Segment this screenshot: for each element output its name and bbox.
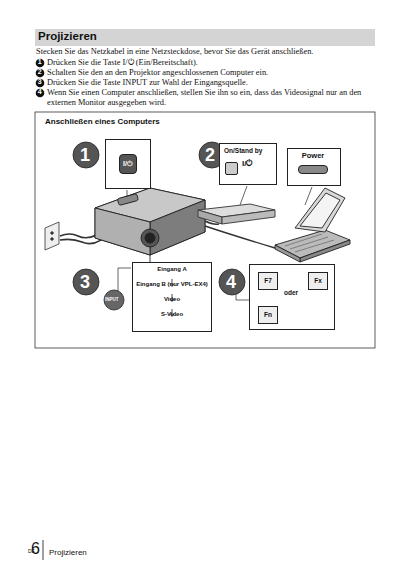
- input-list: Eingang A Eingang B (nur VPL-EX4) VideoS-V…: [132, 262, 212, 332]
- node-text: Video: [164, 296, 180, 303]
- button-callout: I/⏻: [105, 139, 151, 189]
- panel-frame: [35, 112, 375, 348]
- node-text: Power: [288, 152, 338, 161]
- node-text: Eingang A: [157, 266, 186, 273]
- page-title: Projizieren: [38, 30, 97, 43]
- step-number: 3: [38, 78, 42, 86]
- node-text: Fx: [309, 277, 327, 284]
- power-switch: [298, 165, 328, 174]
- node-text: S-Video: [161, 311, 183, 318]
- node-text: On/Stand by: [224, 147, 274, 154]
- button-label: INPUT: [105, 297, 119, 302]
- step-number: 1: [38, 58, 42, 66]
- callout-number: 2: [205, 145, 215, 166]
- input-button: [104, 290, 124, 310]
- step-text: Drücken Sie die Taste INPUT zur Wahl der…: [47, 78, 248, 88]
- callout-number: 4: [226, 272, 236, 293]
- standby-button: [225, 162, 238, 175]
- laptop: [275, 188, 350, 262]
- node-text: Anschließen eines Computers: [45, 117, 378, 126]
- key: Fn: [258, 306, 278, 324]
- power-callout: Power: [287, 148, 341, 186]
- intro-text: Stecken Sie das Netzkabel in eine Netzst…: [36, 47, 313, 57]
- down-arrow: [168, 273, 176, 281]
- panel: Anschließen eines ComputersI/⏻On/Stand b…: [35, 112, 378, 348]
- step-number: 2: [38, 68, 42, 76]
- player-and-cables: [198, 204, 275, 248]
- down-arrow: [168, 288, 176, 296]
- down-arrow: [168, 303, 176, 311]
- step-text: Schalten Sie den an den Projektor angesc…: [47, 68, 268, 78]
- footer-section: Projizieren: [49, 548, 87, 557]
- step-text: Wenn Sie einen Computer anschließen, ste…: [47, 88, 373, 108]
- standby-callout: On/Stand by I/⏻: [219, 143, 277, 185]
- key-panel: oder F7 FxFn: [249, 264, 335, 330]
- key: F7: [258, 272, 278, 290]
- key: Fx: [308, 272, 328, 290]
- page-number: 6: [31, 540, 40, 558]
- node-text: F7: [259, 277, 277, 284]
- step-number: 4: [38, 88, 42, 96]
- node-text: I/⏻: [119, 154, 137, 174]
- projector: [95, 188, 205, 262]
- step-circles: [36, 59, 45, 98]
- footer-rule: [43, 540, 44, 560]
- node-text: Fn: [259, 311, 277, 318]
- step-text: Drücken Sie die Taste I/⏻ (Ein/Bereitsch…: [47, 58, 198, 68]
- node-text: oder: [284, 289, 298, 296]
- callout-number: 1: [80, 145, 90, 166]
- node-text: Eingang B (nur VPL-EX4): [136, 281, 208, 288]
- callout-number: 3: [80, 272, 90, 293]
- title-band: [35, 29, 375, 46]
- node-text: I/⏻: [242, 159, 274, 168]
